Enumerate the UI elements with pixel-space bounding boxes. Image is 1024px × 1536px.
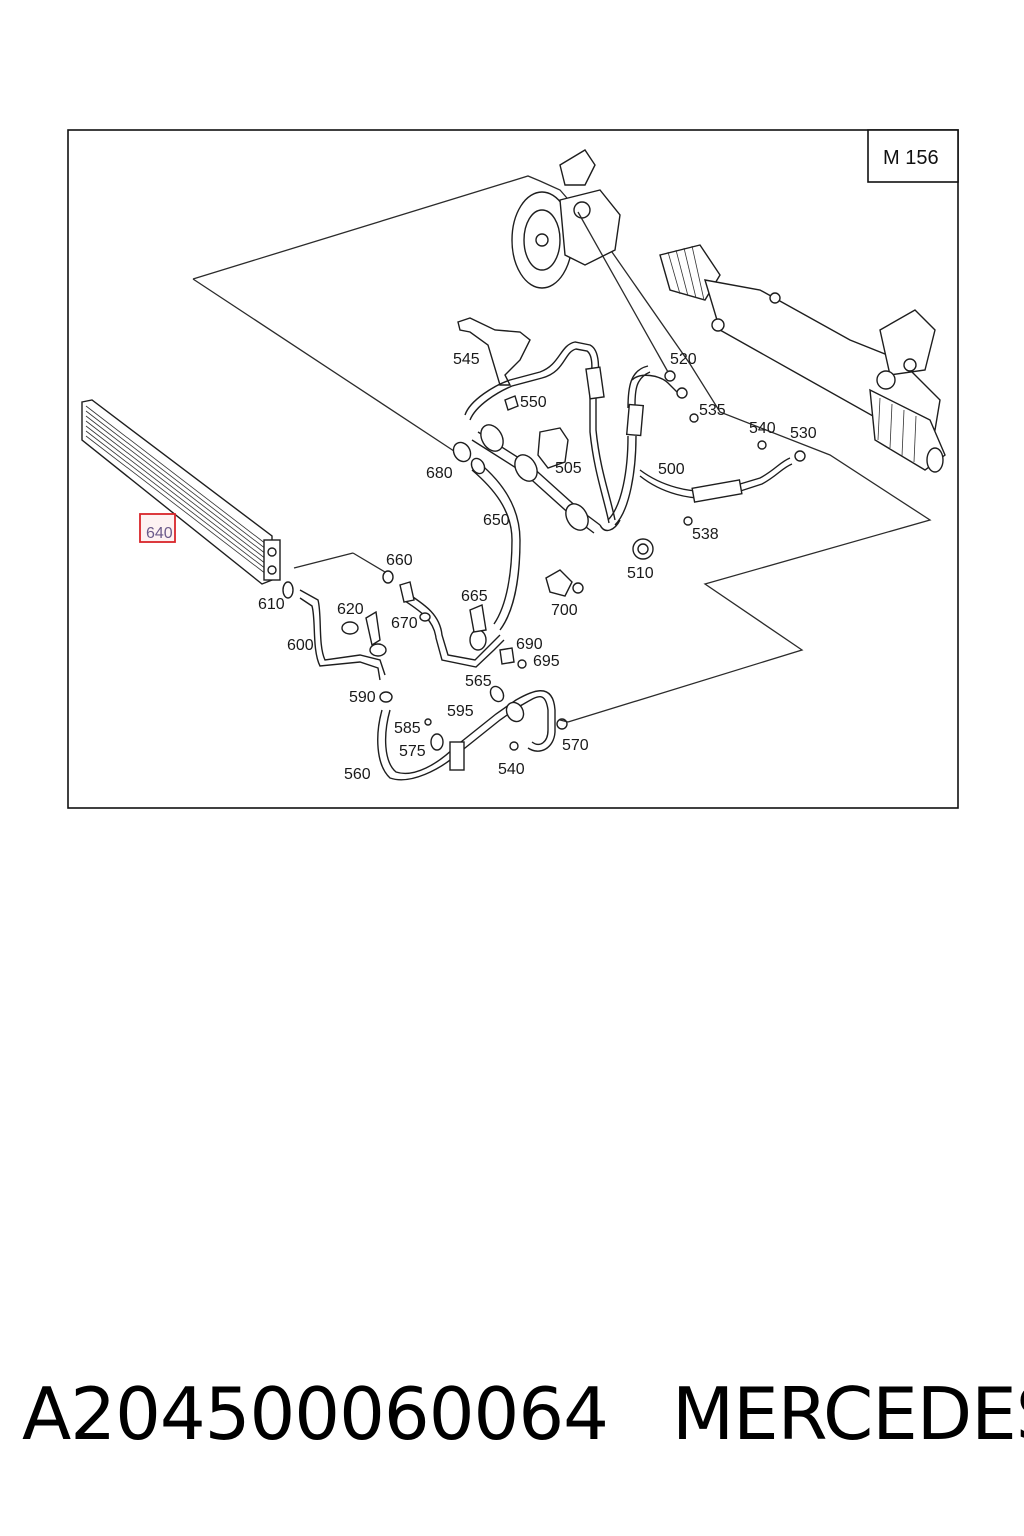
footer-caption: A204500060064 MERCEDES [22,1372,1024,1482]
callout-650: 650 [483,512,510,529]
callout-680: 680 [426,465,453,482]
callout-535: 535 [699,402,726,419]
return-hose-500 [639,457,793,503]
cooler-line-600 [282,581,387,681]
callout-690: 690 [516,636,543,653]
callout-595: 595 [447,703,474,720]
leader-lines [293,211,669,723]
part-number: A204500060064 [22,1372,609,1456]
model-box: M 156 [867,129,959,183]
highlight-box-640 [139,513,176,543]
callout-510: 510 [627,565,654,582]
callout-565: 565 [465,673,492,690]
callout-660: 660 [386,552,413,569]
callout-545: 545 [453,351,480,368]
grouping-outline-left [192,278,461,456]
callout-695: 695 [533,653,560,670]
callout-530: 530 [790,425,817,442]
pressure-hose-upper [464,341,681,526]
callout-575: 575 [399,743,426,760]
brand-name: MERCEDES [671,1372,1024,1456]
callout-700: 700 [551,602,578,619]
callout-585: 585 [394,720,421,737]
callout-670: 670 [391,615,418,632]
callout-505: 505 [555,460,582,477]
grouping-outline [192,175,932,723]
callout-538: 538 [692,526,719,543]
callout-520: 520 [670,351,697,368]
power-steering-pump [511,149,621,289]
cooler-line-505 [471,424,621,534]
callout-560: 560 [344,766,371,783]
callout-550: 550 [520,394,547,411]
callouts: 545 520 550 535 540 530 680 505 500 650 … [146,351,817,783]
small-fittings [424,370,806,751]
callout-665: 665 [461,588,488,605]
return-hose-560 [377,685,568,781]
callout-600: 600 [287,637,314,654]
callout-620: 620 [337,601,364,618]
callout-500: 500 [658,461,685,478]
oil-cooler-640 [81,399,281,585]
diagram-frame [67,129,959,809]
hose-650 [452,441,521,631]
callout-590: 590 [349,689,376,706]
callout-610: 610 [258,596,285,613]
model-code: M 156 [883,147,939,169]
callout-540-upper: 540 [749,420,776,437]
cooler-line-660 [382,570,505,668]
callout-540-lower: 540 [498,761,525,778]
callout-570: 570 [562,737,589,754]
steering-rack [659,244,946,473]
callout-640: 640 [146,525,173,542]
bracket-545 [457,317,531,386]
